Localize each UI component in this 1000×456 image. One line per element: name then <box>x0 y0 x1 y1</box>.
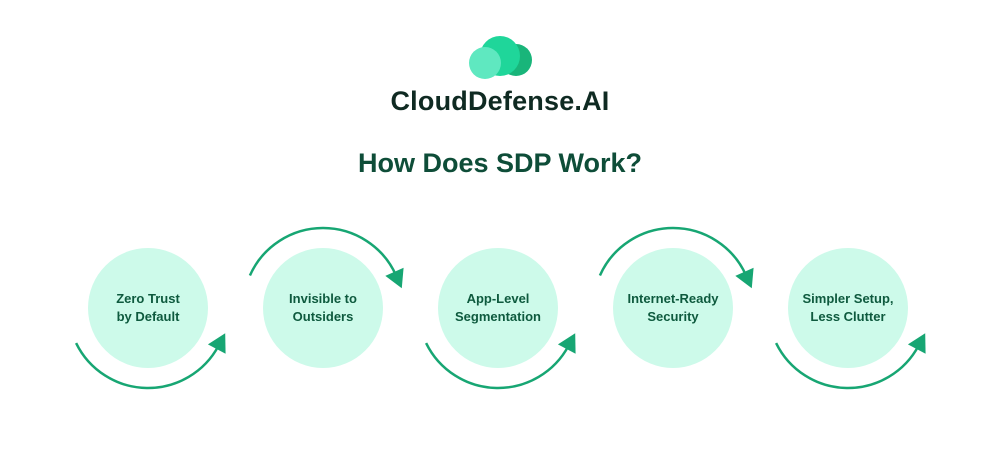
flow-arrow-arc <box>74 342 220 390</box>
arrowhead-icon <box>385 267 404 289</box>
flow-arrow-arc <box>248 226 398 276</box>
arrowhead-icon <box>907 333 926 354</box>
brand-name: CloudDefense.AI <box>390 86 610 116</box>
step-circle: Simpler Setup, Less Clutter <box>788 248 908 368</box>
page-title: How Does SDP Work? <box>357 148 643 178</box>
flow-arrow-arc <box>598 226 748 276</box>
step-label-line2: Outsiders <box>292 309 354 324</box>
step-circle: Invisible to Outsiders <box>263 248 383 368</box>
step-label-line2: Less Clutter <box>810 309 886 324</box>
arrowhead-icon <box>557 333 576 354</box>
step-label-line1: Internet-Ready <box>627 291 719 306</box>
step-label-line2: Security <box>647 309 699 324</box>
cloud-logo-icon <box>469 36 532 79</box>
arrowhead-icon <box>207 333 226 354</box>
step-label-line2: by Default <box>116 309 180 324</box>
flow-arrow-arc <box>424 342 570 390</box>
step-label-line1: App-Level <box>466 291 530 306</box>
flow-arrow-arc <box>774 342 920 390</box>
arrowhead-icon <box>735 267 754 289</box>
step-label-line1: Invisible to <box>289 291 357 306</box>
step-label-line1: Zero Trust <box>116 291 180 306</box>
step-label-line1: Simpler Setup, <box>802 291 894 306</box>
step-label-line2: Segmentation <box>455 309 541 324</box>
step-circle: Zero Trust by Default <box>88 248 208 368</box>
